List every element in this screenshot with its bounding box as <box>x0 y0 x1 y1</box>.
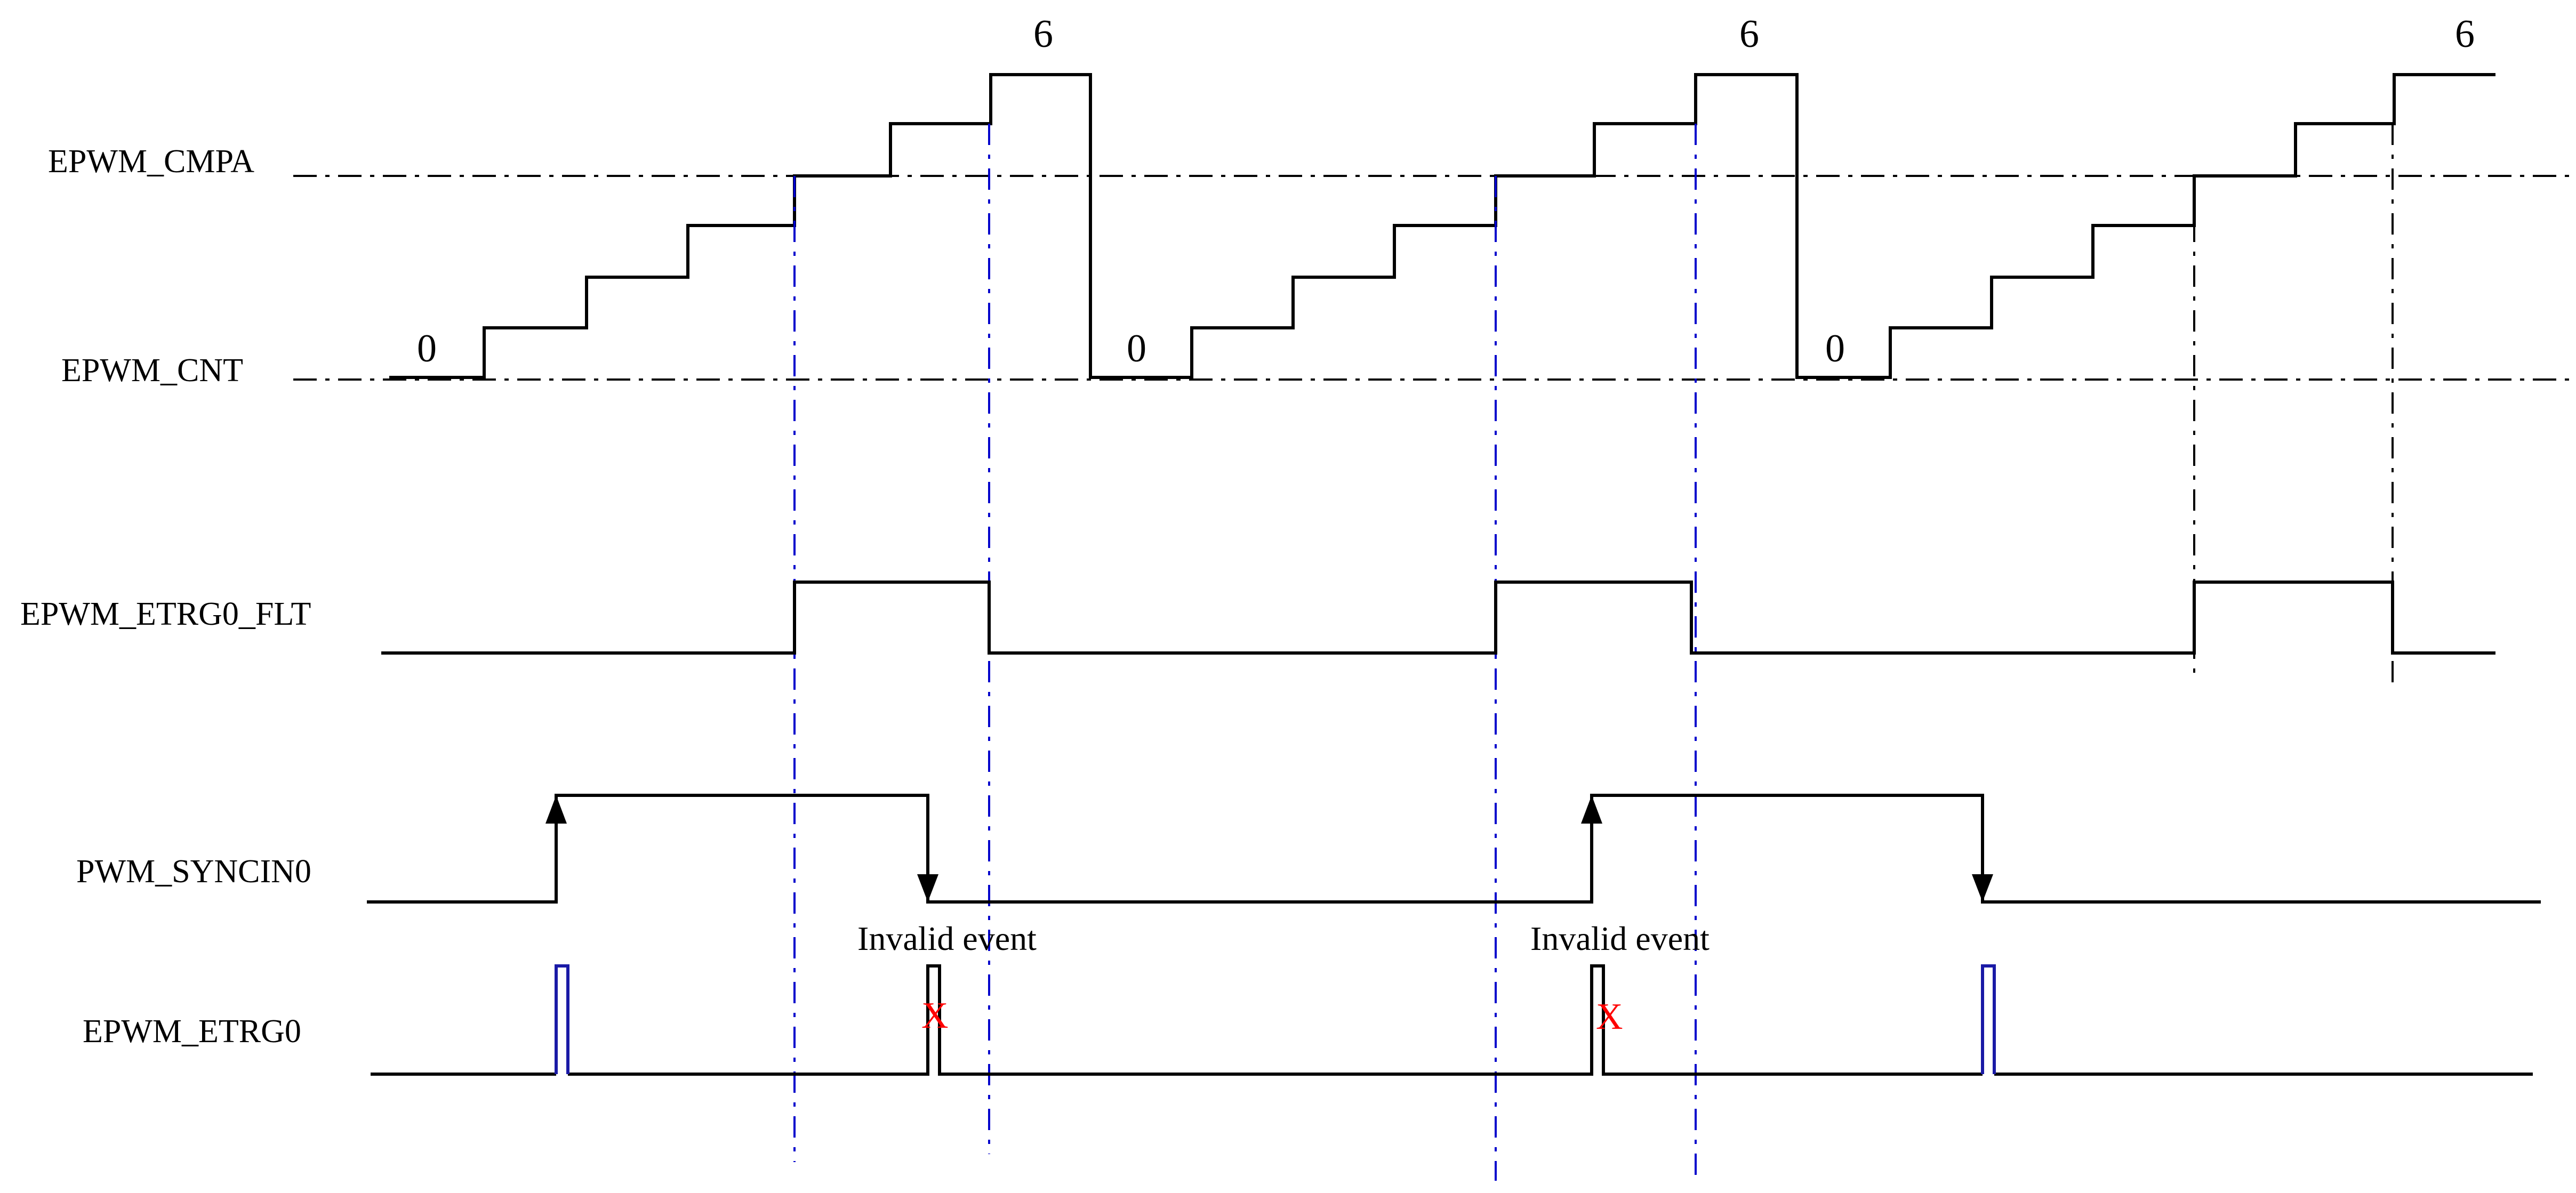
syncin0-falling-arrow-2 <box>1972 874 1993 902</box>
reject-x-icon-2: X <box>1596 996 1623 1037</box>
etrg0-baseline-wave <box>371 964 2533 1076</box>
syncin0-rising-arrow-1 <box>545 795 567 824</box>
syncin0-rising-arrow-2 <box>1581 795 1602 824</box>
label-epwm-etrg0: EPWM_ETRG0 <box>83 1013 301 1050</box>
label-pwm-syncin0: PWM_SYNCIN0 <box>76 853 311 890</box>
counter-staircase-wave <box>389 73 2495 379</box>
syncin0-falling-arrow-1 <box>917 874 938 902</box>
etrg0-valid-pulse-1 <box>555 964 569 1074</box>
counter-start-1: 0 <box>417 327 437 370</box>
label-epwm-cmpa: EPWM_CMPA <box>48 143 254 180</box>
counter-peak-2: 6 <box>1739 12 1759 56</box>
invalid-event-label-1: Invalid event <box>857 920 1037 957</box>
counter-start-3: 0 <box>1825 327 1845 370</box>
etrg0-flt-wave <box>381 581 2495 655</box>
counter-start-2: 0 <box>1127 327 1146 370</box>
reject-x-icon-1: X <box>921 995 949 1036</box>
etrg0-valid-pulse-2 <box>1981 964 1996 1074</box>
counter-peak-1: 6 <box>1033 12 1053 56</box>
syncin0-wave <box>367 794 2541 904</box>
label-epwm-cnt: EPWM_CNT <box>61 352 243 389</box>
label-epwm-etrg0-flt: EPWM_ETRG0_FLT <box>20 596 311 632</box>
counter-peak-3: 6 <box>2455 12 2475 56</box>
invalid-event-label-2: Invalid event <box>1530 920 1710 957</box>
